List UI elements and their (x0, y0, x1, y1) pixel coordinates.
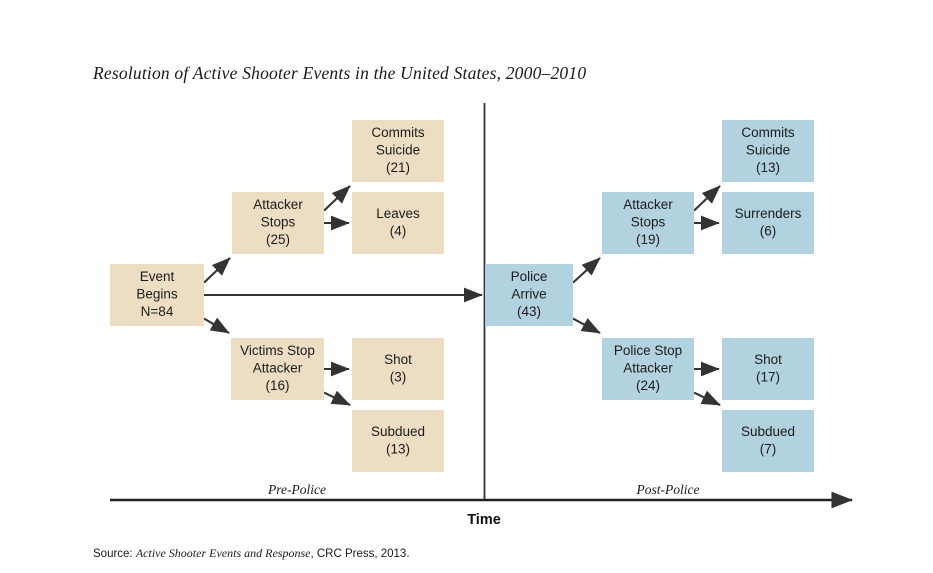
connector-event_begins-to-attacker_stops_pre (203, 257, 231, 284)
node-label-commits_suicide_pre-line1: Commits (371, 125, 424, 140)
node-label-police_arrive-line1: Police (511, 269, 548, 284)
node-layer: EventBeginsN=84AttackerStops(25)CommitsS… (110, 120, 814, 472)
node-label-commits_suicide_post-line1: Commits (741, 125, 794, 140)
node-label-attacker_stops_post-line3: (19) (636, 232, 660, 247)
node-label-subdued_pre-line2: (13) (386, 441, 410, 456)
connector-layer (203, 185, 721, 406)
node-label-commits_suicide_post-line2: Suicide (746, 143, 790, 158)
node-label-police_stop-line2: Attacker (623, 361, 673, 376)
node-label-subdued_post-line2: (7) (760, 441, 777, 456)
node-label-surrenders-line1: Surrenders (735, 206, 802, 221)
node-box-subdued_post (722, 410, 814, 472)
node-label-subdued_post-line1: Subdued (741, 424, 795, 439)
node-subdued_post[interactable]: Subdued (7) (722, 410, 814, 472)
node-label-attacker_stops_post-line1: Attacker (623, 197, 673, 212)
node-label-commits_suicide_pre-line2: Suicide (376, 143, 420, 158)
node-label-leaves_pre-line1: Leaves (376, 206, 420, 221)
node-label-attacker_stops_pre-line2: Stops (261, 215, 296, 230)
connector-police_arrive-to-police_stop (572, 317, 601, 334)
connector-police_stop-to-subdued_post (693, 390, 721, 406)
node-box-shot_post (722, 338, 814, 400)
zone-label-post-police: Post-Police (636, 482, 700, 497)
node-box-commits_suicide_pre (352, 120, 444, 182)
connector-attacker_stops_pre-to-commits_suicide_pre (323, 185, 351, 212)
connector-victims_stop-to-subdued_pre (323, 390, 351, 406)
node-box-attacker_stops_pre (232, 192, 324, 254)
source-note: Source: Active Shooter Events and Respon… (93, 546, 410, 560)
node-label-police_arrive-line2: Arrive (511, 287, 546, 302)
node-surrenders[interactable]: Surrenders (6) (722, 192, 814, 254)
node-label-shot_post-line1: Shot (754, 352, 782, 367)
node-box-leaves_pre (352, 192, 444, 254)
node-box-police_stop (602, 338, 694, 400)
node-label-victims_stop-line1: Victims Stop (240, 343, 315, 358)
node-box-subdued_pre (352, 410, 444, 472)
node-leaves_pre[interactable]: Leaves (4) (352, 192, 444, 254)
node-label-subdued_pre-line1: Subdued (371, 424, 425, 439)
node-label-surrenders-line2: (6) (760, 223, 777, 238)
node-box-event_begins (110, 264, 204, 326)
node-label-event_begins-line2: Begins (136, 287, 178, 302)
node-label-victims_stop-line2: Attacker (253, 361, 303, 376)
node-label-commits_suicide_post-line3: (13) (756, 160, 780, 175)
node-label-shot_pre-line1: Shot (384, 352, 412, 367)
node-label-attacker_stops_pre-line3: (25) (266, 232, 290, 247)
node-label-event_begins-line1: Event (140, 269, 175, 284)
node-label-victims_stop-line3: (16) (265, 378, 289, 393)
node-label-police_stop-line1: Police Stop (614, 343, 682, 358)
node-label-police_stop-line3: (24) (636, 378, 660, 393)
node-label-attacker_stops_post-line2: Stops (631, 215, 666, 230)
node-shot_pre[interactable]: Shot (3) (352, 338, 444, 400)
zone-label-pre-police: Pre-Police (267, 482, 326, 497)
node-label-shot_pre-line2: (3) (390, 369, 407, 384)
node-box-attacker_stops_post (602, 192, 694, 254)
node-box-commits_suicide_post (722, 120, 814, 182)
connector-police_arrive-to-attacker_stops_post (572, 257, 601, 284)
node-label-commits_suicide_pre-line3: (21) (386, 160, 410, 175)
node-subdued_pre[interactable]: Subdued (13) (352, 410, 444, 472)
source-suffix: , CRC Press, 2013. (310, 548, 409, 560)
node-label-police_arrive-line3: (43) (517, 304, 541, 319)
node-box-police_arrive (485, 264, 573, 326)
node-shot_post[interactable]: Shot (17) (722, 338, 814, 400)
node-label-event_begins-line3: N=84 (141, 304, 174, 319)
page-title: Resolution of Active Shooter Events in t… (92, 63, 586, 83)
node-box-victims_stop (231, 338, 324, 400)
connector-event_begins-to-victims_stop (203, 317, 230, 334)
source-publication-title: Active Shooter Events and Response (135, 546, 311, 560)
node-label-attacker_stops_pre-line1: Attacker (253, 197, 303, 212)
axis-title-time: Time (467, 512, 501, 528)
node-label-leaves_pre-line2: (4) (390, 223, 407, 238)
node-label-shot_post-line2: (17) (756, 369, 780, 384)
source-prefix: Source: (93, 548, 136, 560)
connector-attacker_stops_post-to-commits_suicide_post (693, 185, 721, 212)
node-box-surrenders (722, 192, 814, 254)
node-box-shot_pre (352, 338, 444, 400)
